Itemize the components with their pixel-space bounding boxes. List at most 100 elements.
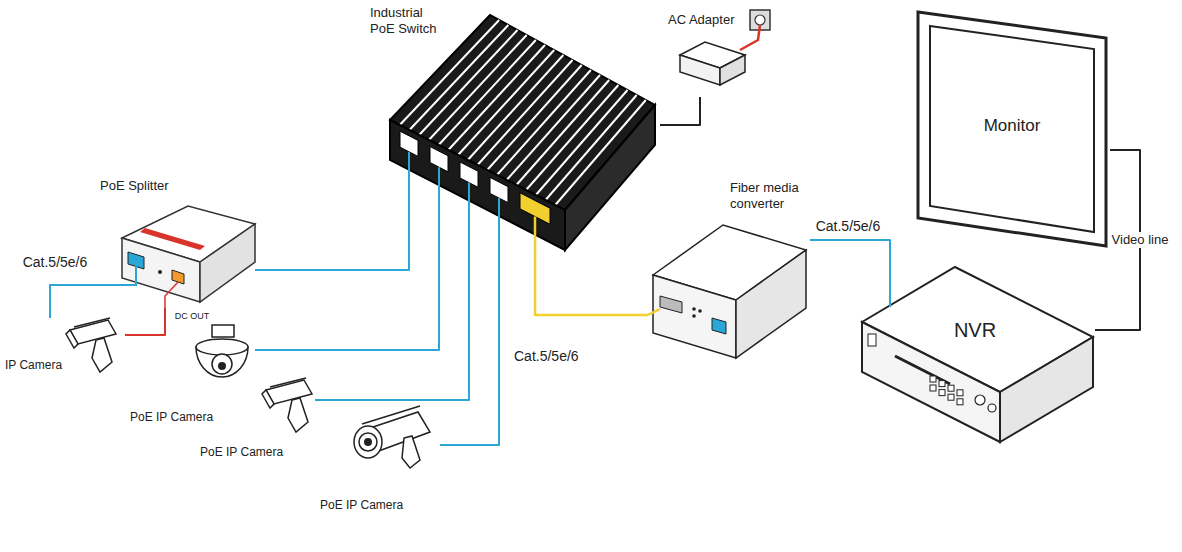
cable-label: Video line (1110, 232, 1171, 248)
fin (439, 40, 536, 145)
cable-connector (660, 97, 700, 125)
dome-camera-drawing-part (218, 362, 226, 370)
nvr-drawing-part (889, 262, 891, 307)
fin (448, 45, 545, 150)
cable-connector (535, 255, 648, 315)
poe-splitter-drawing-part (165, 282, 178, 308)
media-converter-drawing (648, 225, 806, 358)
ac-adapter-drawing-part (720, 55, 745, 85)
nvr-drawing-part (975, 395, 985, 405)
media-converter: Fiber media converter (648, 180, 810, 360)
poe-switch: Industrial PoE Switch (370, 5, 660, 255)
button (957, 399, 963, 405)
poe-splitter: PoE Splitter (100, 178, 255, 308)
cable-label: Cat.5/5e/6 (814, 218, 883, 235)
fin (409, 25, 508, 130)
camera-label: PoE IP Camera (130, 410, 213, 424)
dome-camera: PoE IP Camera (130, 325, 255, 435)
media-converter-drawing-part (692, 314, 696, 318)
button (930, 385, 936, 391)
cable-stub (438, 167, 440, 255)
button (939, 390, 945, 396)
ip-camera: IP Camera (5, 318, 125, 378)
cable-connector (125, 308, 165, 335)
ac-adapter: AC Adapter (668, 12, 773, 97)
bullet-camera-drawing-part (354, 426, 382, 458)
nvr-label: NVR (954, 318, 996, 342)
ac-adapter-drawing-part (755, 15, 765, 25)
cable-connector (810, 240, 890, 262)
nvr-drawing-part (868, 334, 876, 346)
ac-adapter-drawing-part (680, 55, 720, 85)
bullet-camera-drawing-part (359, 433, 377, 451)
cable-connector (255, 255, 409, 270)
cable-stub (408, 152, 410, 255)
button (948, 394, 954, 400)
poe-splitter-drawing-part (200, 224, 255, 302)
nvr-drawing-part (988, 404, 996, 412)
dome-camera-drawing-part (212, 354, 232, 374)
bullet-camera-drawing (354, 406, 430, 468)
poe-splitter-drawing-part (100, 266, 136, 285)
dome-camera-drawing-part (212, 325, 234, 337)
box-camera-drawing-part (262, 378, 312, 432)
button (948, 385, 954, 391)
fin (419, 30, 517, 135)
fin (458, 50, 554, 155)
media-converter-drawing-part (712, 318, 726, 334)
monitor-drawing (918, 12, 1106, 246)
cable-stub (534, 217, 537, 255)
nvr-drawing (862, 262, 1093, 442)
media-converter-drawing-part (736, 250, 806, 358)
media-converter-drawing-part (648, 309, 660, 315)
cable-stub (498, 198, 500, 255)
poe-switch-drawing-part (390, 120, 565, 250)
ip-camera-drawing-part (66, 318, 116, 372)
adapter-label: AC Adapter (668, 12, 735, 28)
bullet-camera-drawing-part (402, 436, 420, 468)
media-converter-drawing-part (692, 307, 696, 311)
media-converter-drawing-part (698, 309, 702, 313)
fin (468, 55, 564, 160)
poe-switch-drawing (390, 15, 655, 255)
box-camera: PoE IP Camera (200, 375, 315, 470)
poe-splitter-drawing-part (158, 270, 162, 274)
fin (497, 70, 591, 175)
cable-label: Cat.5/5e/6 (21, 254, 90, 271)
poe-splitter-drawing (100, 206, 255, 308)
camera-label: IP Camera (5, 358, 62, 372)
media-converter-drawing-part (660, 296, 682, 313)
button (930, 376, 936, 382)
dome-camera-drawing (196, 325, 248, 377)
switch-ports (400, 131, 550, 255)
monitor-label: Monitor (984, 116, 1041, 136)
bullet-camera-drawing-part (362, 406, 420, 424)
cable-label: DC OUT (173, 311, 212, 322)
splitter-label: PoE Splitter (100, 178, 169, 194)
ac-adapter-drawing-part (740, 25, 760, 50)
media-converter-drawing-part (653, 275, 736, 358)
bullet-camera: PoE IP Camera (320, 410, 440, 530)
nvr-buttons (930, 376, 963, 405)
ip-camera-drawing (66, 318, 116, 372)
fin (429, 35, 527, 140)
button (957, 390, 963, 396)
cable-connector (50, 285, 100, 318)
nvr-drawing-part (895, 356, 950, 384)
poe-splitter-drawing-part (122, 238, 200, 302)
fin (507, 75, 600, 180)
camera-label: PoE IP Camera (320, 498, 403, 512)
button (939, 381, 945, 387)
cable-stub (468, 183, 470, 255)
cable-connector (440, 255, 499, 445)
monitor: Monitor (915, 8, 1110, 248)
bullet-camera-drawing-part (364, 438, 372, 446)
nvr: NVR (860, 262, 1095, 447)
fin (400, 20, 499, 125)
fin (516, 80, 609, 185)
nvr-drawing-part (1000, 337, 1093, 442)
cable-connector (315, 255, 469, 400)
fin (478, 60, 573, 165)
